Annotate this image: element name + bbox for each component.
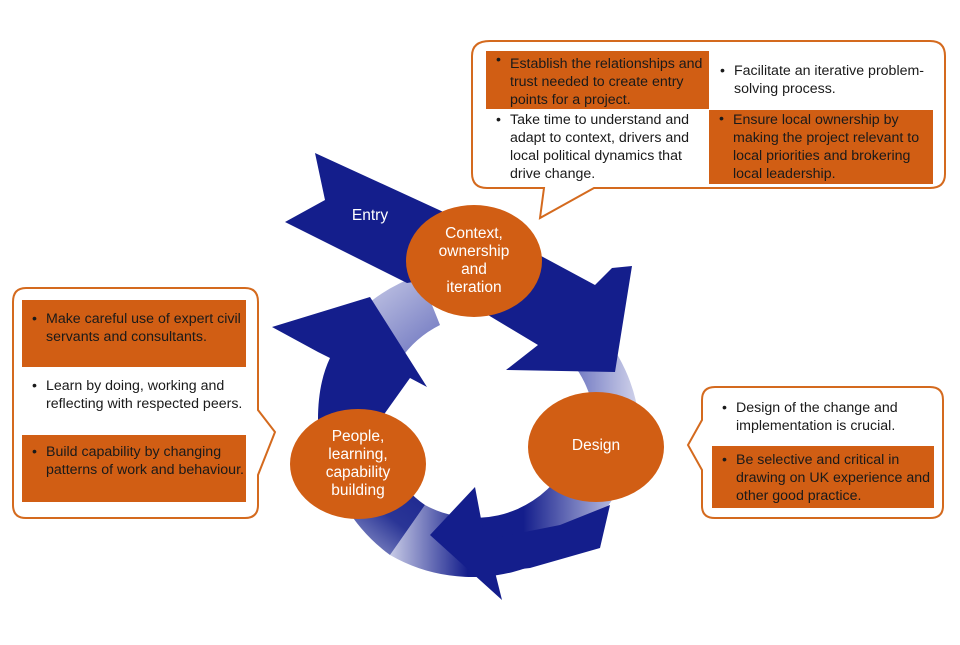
callout-item-text: Ensure local ownership by making the pro… — [733, 112, 920, 182]
callout-people-item: • Learn by doing, working and reflecting… — [22, 375, 246, 435]
node-context-line: ownership — [438, 243, 510, 260]
bullet-icon: • — [32, 444, 37, 460]
bullet-icon: • — [722, 452, 727, 468]
callout-item-text: Design of the change and implementation … — [736, 400, 898, 434]
callout-context-item: • Ensure local ownership by making the p… — [709, 110, 933, 184]
node-people — [290, 409, 426, 519]
callout-context-item: • Facilitate an iterative problem-solvin… — [710, 62, 935, 108]
node-people-line: building — [331, 482, 385, 499]
callout-item-text: Make careful use of expert civil servant… — [46, 311, 241, 345]
callout-item-text: Establish the relationships and trust ne… — [510, 56, 703, 108]
entry-label: Entry — [351, 207, 389, 224]
bullet-icon: • — [32, 311, 37, 327]
callout-people-item: • Make careful use of expert civil serva… — [22, 300, 246, 367]
node-context-line: and — [461, 261, 487, 278]
callout-people-item: • Build capability by changing patterns … — [22, 435, 246, 502]
node-people-line: People, — [331, 428, 385, 445]
cycle-arrow-left — [272, 297, 427, 420]
bullet-icon: • — [722, 400, 727, 416]
callout-item-text: Take time to understand and adapt to con… — [510, 112, 690, 182]
node-design — [528, 392, 664, 502]
node-context — [406, 205, 542, 317]
bullet-icon: • — [496, 52, 501, 68]
callout-item-text: Learn by doing, working and reflecting w… — [46, 378, 243, 412]
node-context-label: Context, ownership and iteration — [414, 225, 534, 297]
node-people-line: capability — [325, 464, 391, 481]
bullet-icon: • — [32, 378, 37, 394]
callout-design-item: • Design of the change and implementatio… — [712, 397, 934, 439]
node-people-label: People, learning, capability building — [298, 428, 418, 500]
callout-item-text: Be selective and critical in drawing on … — [736, 452, 931, 504]
callout-item-text: Build capability by changing patterns of… — [46, 444, 244, 478]
node-context-line: iteration — [446, 279, 502, 296]
callout-context-item: • Take time to understand and adapt to c… — [486, 111, 709, 187]
callout-item-text: Facilitate an iterative problem-solving … — [734, 63, 925, 97]
node-context-line: Context, — [445, 225, 503, 242]
node-design-line: Design — [571, 437, 621, 454]
bullet-icon: • — [720, 63, 725, 79]
node-people-line: learning, — [328, 446, 388, 463]
bullet-icon: • — [719, 111, 724, 127]
bullet-icon: • — [496, 112, 501, 128]
callout-design-item: • Be selective and critical in drawing o… — [712, 446, 934, 508]
callout-context-item: • Establish the relationships and trust … — [486, 51, 709, 109]
node-design-label: Design — [536, 437, 656, 455]
cycle-arrow-bottom — [430, 487, 610, 600]
